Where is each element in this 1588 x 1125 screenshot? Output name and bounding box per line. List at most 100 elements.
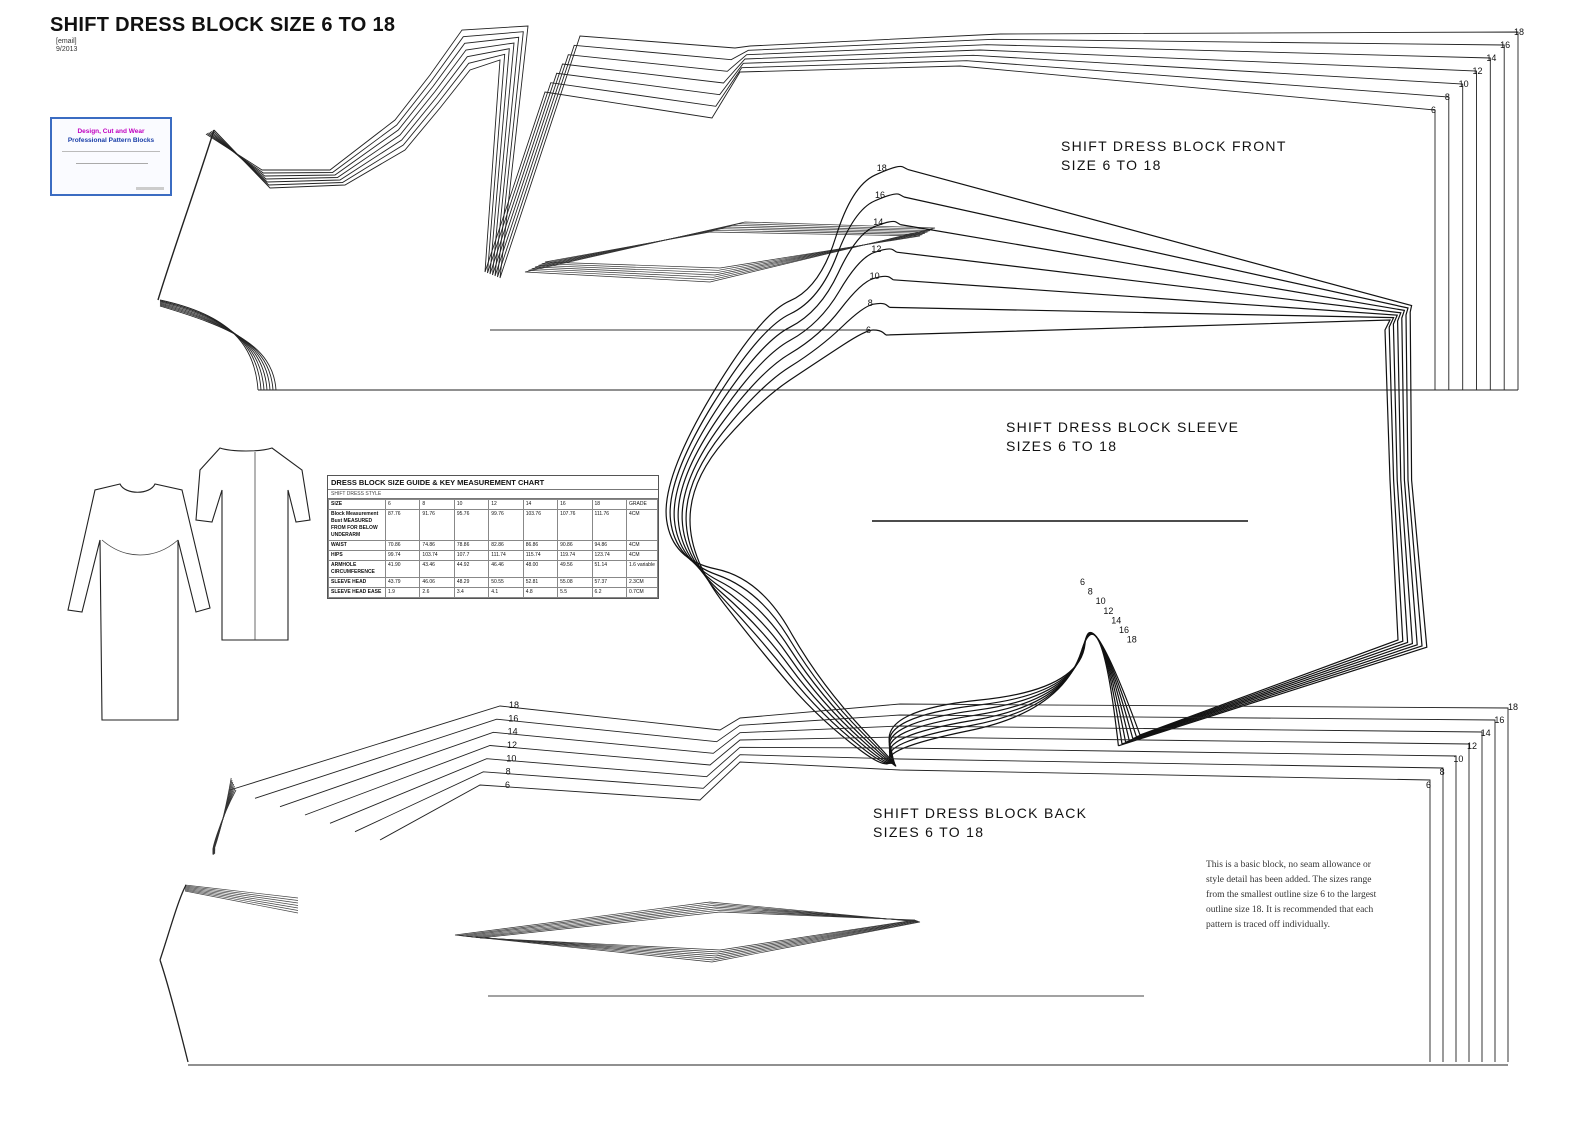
sleeve-cap-size-16 <box>669 193 1123 766</box>
logo-rule <box>76 163 148 164</box>
size-chart-cell: 2.3CM <box>626 577 658 588</box>
size-chart-cell: 119.74 <box>557 550 593 561</box>
back-shoulder-label: 6 <box>505 780 510 790</box>
back-title-line-1: SHIFT DRESS BLOCK BACK <box>873 805 1088 821</box>
sleeve-size-label: 6 <box>866 325 871 335</box>
size-chart-cell: 4.1 <box>488 587 524 598</box>
front-waist-dart <box>541 229 923 271</box>
back-armhole-curve <box>212 777 232 855</box>
back-waist-dart <box>454 901 921 963</box>
back-centre-line <box>159 884 189 1063</box>
back-size-label: 8 <box>1440 767 1445 777</box>
back-size-label: 16 <box>1494 715 1504 725</box>
size-chart-cell: 111.74 <box>488 550 524 561</box>
sleeve-dart-label: 6 <box>1080 577 1085 587</box>
size-chart-cell: 46.46 <box>488 560 524 578</box>
sleeve-body-size-12 <box>896 251 1414 741</box>
size-chart-cell: 2.6 <box>419 587 455 598</box>
back-size-label: 6 <box>1426 780 1431 790</box>
size-chart-cell: 107.76 <box>557 509 593 541</box>
back-piece-title: SHIFT DRESS BLOCK BACK SIZES 6 TO 18 <box>873 804 1087 842</box>
sleeve-dart-label: 14 <box>1111 615 1121 625</box>
size-chart-cell: 86.86 <box>522 540 559 551</box>
sleeve-size-label: 8 <box>868 298 873 308</box>
front-outline-size-14 <box>208 36 1491 390</box>
size-chart-cell: 103.76 <box>522 509 559 541</box>
sleeve-title-line-1: SHIFT DRESS BLOCK SLEEVE <box>1006 419 1240 435</box>
size-chart-cell: 57.37 <box>591 577 628 588</box>
logo-line-2: Professional Pattern Blocks <box>67 137 155 144</box>
size-chart-cell: 99.76 <box>488 509 524 541</box>
size-chart-cell: 123.74 <box>591 550 628 561</box>
brand-logo: Design, Cut and Wear Professional Patter… <box>50 117 172 196</box>
front-piece-title: SHIFT DRESS BLOCK FRONT SIZE 6 TO 18 <box>1061 137 1287 175</box>
size-chart-cell: 43.79 <box>384 577 421 588</box>
size-chart-cell: 51.14 <box>591 560 628 578</box>
size-chart-cell: 5.5 <box>557 587 593 598</box>
front-size-label: 6 <box>1431 105 1436 115</box>
sleeve-dart-label: 8 <box>1088 587 1093 597</box>
front-flat-sketch <box>67 483 211 721</box>
sleeve-piece-title: SHIFT DRESS BLOCK SLEEVE SIZES 6 TO 18 <box>1006 418 1239 456</box>
size-chart-cell: 48.29 <box>453 577 490 588</box>
sleeve-cap-size-6 <box>689 329 1141 765</box>
front-size-label: 10 <box>1459 79 1469 89</box>
size-chart-cell: SIZE <box>328 499 386 510</box>
author-email: [email] <box>56 38 77 45</box>
size-chart-cell: 4CM <box>626 550 658 561</box>
sleeve-dart-label: 10 <box>1096 596 1106 606</box>
front-title-line-1: SHIFT DRESS BLOCK FRONT <box>1061 138 1287 154</box>
back-size-label: 10 <box>1453 754 1463 764</box>
size-chart-cell: 115.74 <box>522 550 559 561</box>
sleeve-cap-size-10 <box>681 275 1134 764</box>
back-shoulder-label: 8 <box>506 767 511 777</box>
back-outline-size-8 <box>354 754 1444 1062</box>
size-chart-cell: 18 <box>591 499 628 510</box>
size-chart-cell: 111.76 <box>591 509 628 541</box>
size-chart-cell: 12 <box>488 499 524 510</box>
size-chart-cell: 74.86 <box>419 540 455 551</box>
back-size-label: 18 <box>1508 702 1518 712</box>
back-shoulder-label: 14 <box>508 727 518 737</box>
sleeve-size-label: 10 <box>870 271 880 281</box>
front-outline-size-10 <box>210 48 1464 390</box>
sleeve-title-line-2: SIZES 6 TO 18 <box>1006 438 1118 454</box>
size-chart-cell: 14 <box>522 499 559 510</box>
size-chart-subtitle: SHIFT DRESS STYLE <box>328 490 658 499</box>
back-title-line-2: SIZES 6 TO 18 <box>873 824 985 840</box>
sleeve-body-size-10 <box>893 279 1409 740</box>
back-shoulder-dart <box>184 888 299 909</box>
sleeve-cap-size-12 <box>677 248 1130 764</box>
sleeve-cap-size-18 <box>665 165 1119 767</box>
sleeve-body-size-14 <box>900 224 1418 743</box>
size-chart-cell: 6.2 <box>591 587 628 598</box>
front-waist-dart <box>524 221 936 283</box>
front-size-label: 14 <box>1486 53 1496 63</box>
back-shoulder-dart <box>184 886 299 904</box>
sleeve-cap-size-8 <box>685 302 1137 764</box>
size-chart-cell: 52.81 <box>522 577 559 588</box>
size-chart-cell: GRADE <box>626 499 658 510</box>
front-armhole-curve <box>159 305 277 391</box>
size-chart-cell: SLEEVE HEAD <box>328 577 386 588</box>
sleeve-dart-label: 16 <box>1119 625 1129 635</box>
sleeve-body-size-8 <box>889 306 1404 738</box>
front-outline-size-16 <box>207 31 1505 390</box>
back-outline-size-18 <box>229 703 1509 1062</box>
back-shoulder-dart <box>184 885 299 901</box>
size-chart-cell: 0.7CM <box>626 587 658 598</box>
size-chart-row: Block Measurement Bust MEASURED FROM FOR… <box>328 509 658 541</box>
block-note: This is a basic block, no seam allowance… <box>1206 858 1378 933</box>
sleeve-size-label: 16 <box>875 190 885 200</box>
back-size-label: 14 <box>1481 728 1491 738</box>
back-shoulder-dart <box>184 890 299 914</box>
sleeve-dart-label: 12 <box>1103 606 1113 616</box>
size-chart-cell: 94.86 <box>591 540 628 551</box>
